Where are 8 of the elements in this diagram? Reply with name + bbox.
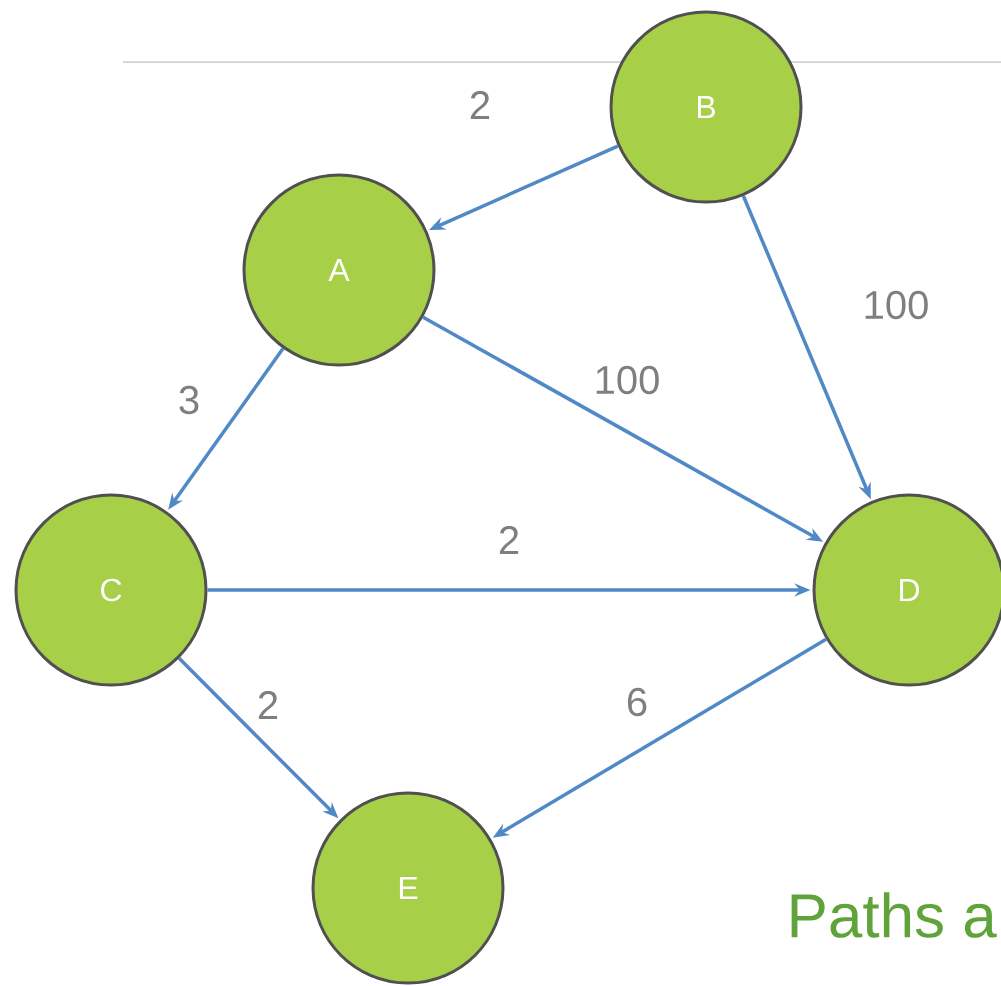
edge-label: 100	[596, 365, 659, 395]
edge-label: 3	[179, 385, 199, 415]
edge-label: 6	[627, 687, 647, 717]
edge-label: 2	[499, 526, 519, 554]
edge-label: 100	[865, 290, 928, 320]
edge-label: 2	[470, 91, 490, 119]
edge-label: 2	[258, 691, 278, 719]
title-text: Paths a	[791, 892, 997, 938]
